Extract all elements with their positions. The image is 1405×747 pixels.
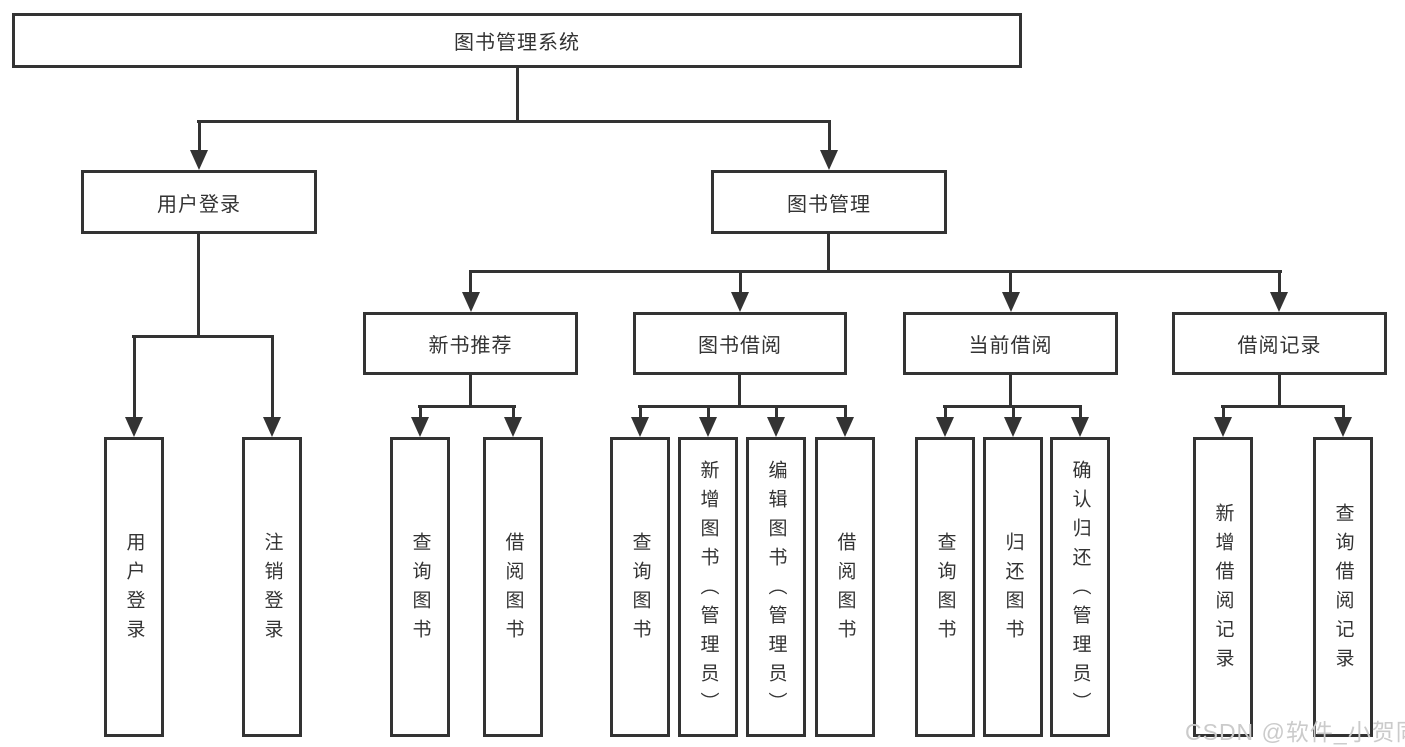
arrow-down-icon bbox=[1334, 417, 1352, 437]
connector-line bbox=[133, 338, 136, 418]
arrow-down-icon bbox=[1004, 417, 1022, 437]
connector-line bbox=[419, 408, 422, 418]
leaf-query-borrow-record: 查询借阅记录 bbox=[1313, 437, 1373, 737]
leaf-edit-book-admin: 编辑图书（管理员） bbox=[746, 437, 806, 737]
arrow-down-icon bbox=[936, 417, 954, 437]
arrow-down-icon bbox=[1071, 417, 1089, 437]
connector-line bbox=[271, 338, 274, 418]
connector-line bbox=[512, 408, 515, 418]
connector-line bbox=[1342, 408, 1345, 418]
connector-line bbox=[469, 270, 1282, 273]
node-book-management: 图书管理 bbox=[711, 170, 947, 234]
leaf-user-login: 用户登录 bbox=[104, 437, 164, 737]
connector-line bbox=[1009, 273, 1012, 294]
connector-line bbox=[827, 234, 830, 272]
arrow-down-icon bbox=[263, 417, 281, 437]
connector-line bbox=[132, 335, 274, 338]
connector-line bbox=[1278, 375, 1281, 407]
arrow-down-icon bbox=[125, 417, 143, 437]
connector-line bbox=[1012, 408, 1015, 418]
connector-line bbox=[707, 408, 710, 418]
connector-line bbox=[469, 273, 472, 294]
connector-line bbox=[944, 408, 947, 418]
connector-line bbox=[1278, 273, 1281, 294]
leaf-confirm-return-admin: 确认归还（管理员） bbox=[1050, 437, 1110, 737]
leaf-return-book: 归还图书 bbox=[983, 437, 1043, 737]
connector-line bbox=[943, 405, 1082, 408]
arrow-down-icon bbox=[190, 150, 208, 170]
connector-line bbox=[639, 408, 642, 418]
connector-line bbox=[198, 123, 201, 151]
connector-line bbox=[638, 405, 847, 408]
arrow-down-icon bbox=[836, 417, 854, 437]
arrow-down-icon bbox=[462, 292, 480, 312]
leaf-query-books-recommend: 查询图书 bbox=[390, 437, 450, 737]
arrow-down-icon bbox=[631, 417, 649, 437]
arrow-down-icon bbox=[1270, 292, 1288, 312]
arrow-down-icon bbox=[820, 150, 838, 170]
connector-line bbox=[1079, 408, 1082, 418]
leaf-add-borrow-record: 新增借阅记录 bbox=[1193, 437, 1253, 737]
arrow-down-icon bbox=[504, 417, 522, 437]
connector-line bbox=[469, 375, 472, 407]
arrow-down-icon bbox=[767, 417, 785, 437]
node-new-book-recommend: 新书推荐 bbox=[363, 312, 578, 375]
leaf-logout: 注销登录 bbox=[242, 437, 302, 737]
leaf-query-books-borrowing: 查询图书 bbox=[610, 437, 670, 737]
node-borrowing-records: 借阅记录 bbox=[1172, 312, 1387, 375]
arrow-down-icon bbox=[1002, 292, 1020, 312]
connector-line bbox=[739, 273, 742, 294]
watermark: CSDN @软件_小贺同学 bbox=[1185, 719, 1405, 745]
connector-line bbox=[775, 408, 778, 418]
node-library-system: 图书管理系统 bbox=[12, 13, 1022, 68]
connector-line bbox=[844, 408, 847, 418]
connector-line bbox=[1221, 405, 1345, 408]
leaf-query-books-current: 查询图书 bbox=[915, 437, 975, 737]
connector-line bbox=[828, 123, 831, 151]
node-current-borrowing: 当前借阅 bbox=[903, 312, 1118, 375]
arrow-down-icon bbox=[731, 292, 749, 312]
connector-line bbox=[197, 234, 200, 338]
arrow-down-icon bbox=[411, 417, 429, 437]
connector-line bbox=[1222, 408, 1225, 418]
leaf-borrow-books: 借阅图书 bbox=[815, 437, 875, 737]
connector-line bbox=[738, 375, 741, 407]
connector-line bbox=[1009, 375, 1012, 407]
connector-line bbox=[418, 405, 516, 408]
connector-line bbox=[197, 120, 831, 123]
node-user-login: 用户登录 bbox=[81, 170, 317, 234]
arrow-down-icon bbox=[1214, 417, 1232, 437]
connector-line bbox=[516, 68, 519, 123]
leaf-add-book-admin: 新增图书（管理员） bbox=[678, 437, 738, 737]
node-book-borrowing: 图书借阅 bbox=[633, 312, 847, 375]
arrow-down-icon bbox=[699, 417, 717, 437]
leaf-borrow-books-recommend: 借阅图书 bbox=[483, 437, 543, 737]
